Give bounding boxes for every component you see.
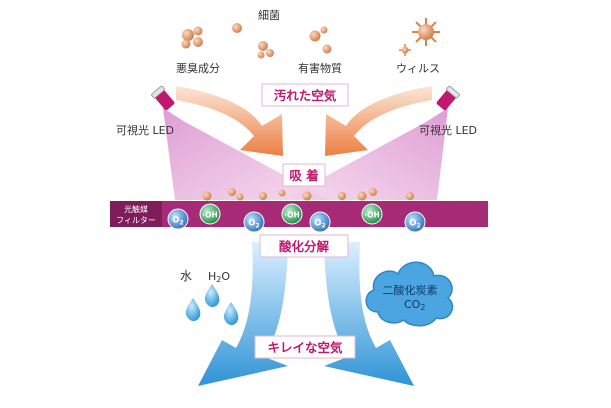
water-drop-icon [185, 298, 201, 321]
adsorbed-particle [236, 193, 244, 201]
co2-name-label: 二酸化炭素 [383, 283, 438, 297]
co2-co: CO [404, 298, 421, 311]
water-drop-icon [204, 284, 220, 307]
molecule-group: O2 ·OH O2 ·OH O2 ·OH O2 [167, 203, 426, 233]
led-beam-left [163, 108, 330, 200]
adsorbed-particle [228, 188, 236, 196]
adsorption-label: 吸 着 [289, 168, 318, 183]
odor-particle [193, 26, 203, 36]
molecule-ball [199, 203, 221, 225]
adsorbed-particle [259, 192, 267, 200]
h2o-label: H2O [208, 270, 230, 284]
molecule-label: ·OH [202, 211, 218, 220]
molecule-label: O2 [172, 216, 183, 227]
h2o-sub: 2 [216, 275, 221, 284]
clean-air-label: キレイな空気 [267, 340, 343, 355]
hydroxyl-radical-ball: ·OH [281, 203, 303, 225]
adsorbed-particle [302, 191, 312, 201]
led-right-label: 可視光 LED [419, 123, 477, 137]
led-lamp-left-icon [151, 85, 175, 111]
bacteria-particle [257, 51, 265, 59]
molecule-label: O2 [248, 219, 259, 230]
led-beam-right [282, 108, 448, 200]
bacteria-particle [266, 49, 274, 57]
molecule-ball [281, 203, 303, 225]
clean-air-box [254, 335, 356, 359]
molecule-ball [167, 208, 189, 230]
odor-label: 悪臭成分 [176, 61, 220, 75]
oxidation-box [259, 234, 349, 258]
virus-label: ウィルス [396, 62, 440, 75]
led-lamp-right-icon [436, 85, 460, 111]
odor-particle [193, 37, 203, 47]
oxidation-label: 酸化分解 [279, 239, 330, 254]
harmful-particle [322, 44, 332, 54]
co2-sub: 2 [420, 303, 425, 312]
dirty-air-arrow-right [325, 86, 432, 156]
dirty-air-box [261, 83, 349, 107]
adsorbed-particle [202, 191, 212, 201]
harmful-particle [309, 30, 321, 42]
oxygen-ball: O2 [309, 211, 331, 233]
molecule-ball [309, 211, 331, 233]
h2o-h: H [208, 270, 216, 283]
bacteria-label: 細菌 [258, 9, 280, 22]
harmful-particle [320, 26, 328, 34]
molecule-label: ·OH [284, 211, 300, 220]
led-left-label: 可視光 LED [116, 123, 174, 137]
molecule-ball [243, 211, 265, 233]
co2-cloud-icon [365, 261, 454, 327]
odor-particle [182, 29, 194, 41]
bacteria-particle [258, 41, 268, 51]
hydroxyl-radical-ball: ·OH [361, 203, 383, 225]
adsorbed-particle [357, 191, 367, 201]
h2o-o: O [221, 270, 230, 283]
harmful-label: 有害物質 [298, 61, 342, 75]
molecule-ball [404, 211, 426, 233]
filter-label-line2: フィルター [116, 216, 156, 225]
dirty-air-arrow-left [176, 86, 283, 156]
oxygen-ball: O2 [243, 211, 265, 233]
virus-icon [399, 18, 440, 56]
adsorbed-particle [338, 192, 346, 200]
filter-label-box [110, 201, 162, 227]
filter-label-line1: 光触媒 [124, 204, 148, 214]
harmful-substance-cluster [309, 26, 332, 54]
molecule-label: ·OH [364, 211, 380, 220]
virus-small [399, 44, 411, 56]
water-label: 水 [180, 269, 192, 283]
adsorbed-particles [202, 188, 414, 201]
virus-body [418, 24, 434, 40]
oxygen-ball: O2 [167, 208, 189, 230]
adsorbed-particle [369, 188, 377, 196]
odor-cluster [181, 26, 203, 49]
hydroxyl-radical-ball: ·OH [199, 203, 221, 225]
co2-formula-label: CO2 [404, 298, 425, 312]
clean-air-arrow-left [198, 242, 288, 386]
odor-particle [181, 39, 191, 49]
dirty-air-label: 汚れた空気 [274, 88, 337, 103]
molecule-label: O2 [409, 219, 420, 230]
oxygen-ball: O2 [404, 211, 426, 233]
bacteria-particle [232, 23, 242, 33]
adsorption-box [282, 163, 326, 187]
adsorbed-particle [406, 192, 414, 200]
molecule-ball [361, 203, 383, 225]
water-drop-icon [223, 302, 239, 325]
adsorbed-particle [278, 189, 286, 197]
molecule-label: O2 [314, 219, 325, 230]
bacteria-cluster [232, 23, 274, 59]
